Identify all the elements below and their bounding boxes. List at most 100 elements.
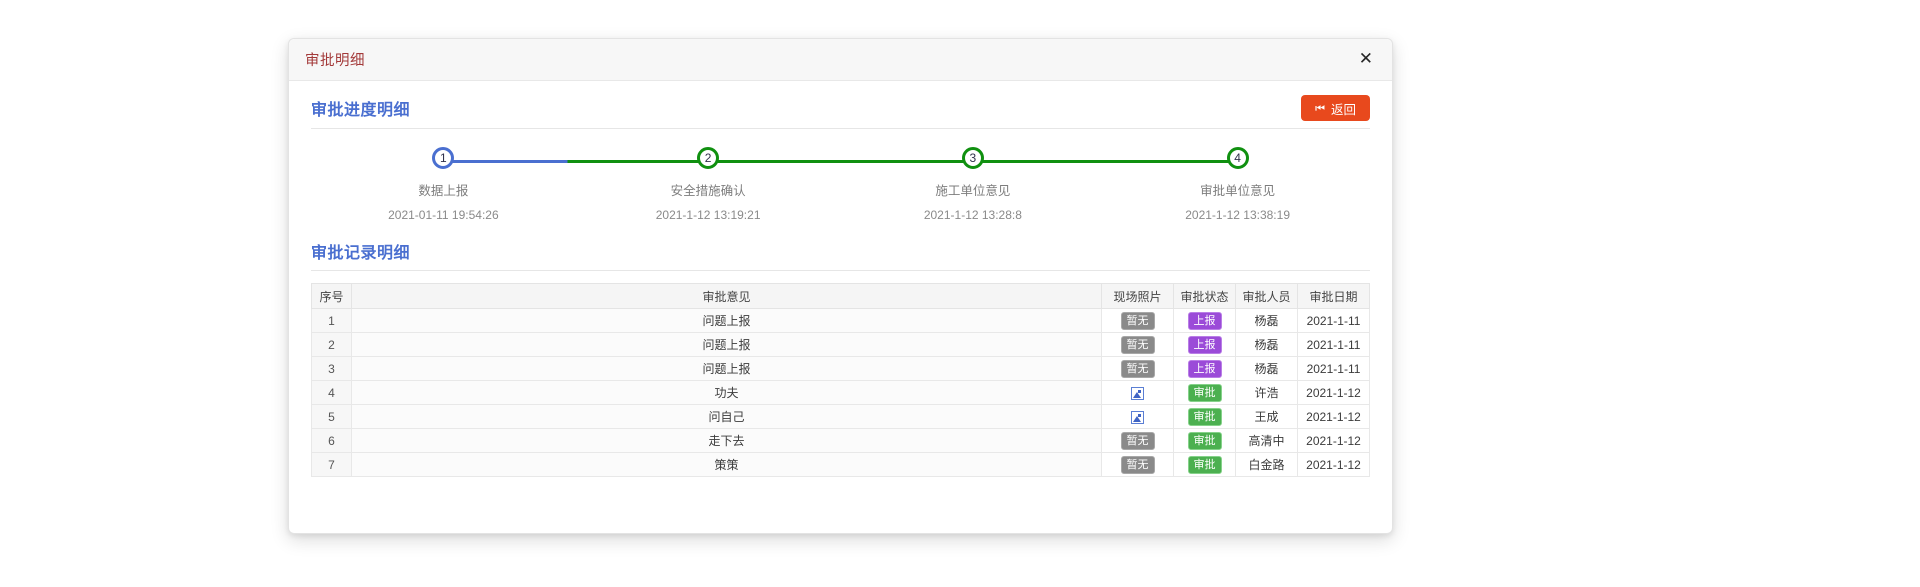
stepper-connector: [443, 160, 709, 163]
cell-status: 审批: [1173, 380, 1236, 405]
cell-status: 审批: [1173, 404, 1236, 429]
cell-person: 许浩: [1235, 380, 1298, 405]
progress-section-header: 审批进度明细 ⏮ 返回: [311, 95, 1370, 129]
cell-opinion: 走下去: [351, 428, 1102, 453]
cell-date: 2021-1-12: [1297, 452, 1370, 477]
cell-status: 审批: [1173, 452, 1236, 477]
cell-person: 高清中: [1235, 428, 1298, 453]
column-header: 现场照片: [1101, 283, 1174, 309]
cell-date: 2021-1-12: [1297, 404, 1370, 429]
status-badge: 审批: [1187, 455, 1222, 474]
column-header: 审批意见: [351, 283, 1102, 309]
return-button[interactable]: ⏮ 返回: [1301, 95, 1370, 121]
stepper-step: 3 施工单位意见 2021-1-12 13:28:8: [708, 147, 1106, 231]
cell-photo[interactable]: [1101, 404, 1174, 429]
approval-detail-modal: 审批明细 ✕ 审批进度明细 ⏮ 返回 1 数据上报 2021-01-11 19:54…: [288, 38, 1393, 534]
cell-index: 2: [311, 332, 352, 357]
cell-index: 7: [311, 452, 352, 477]
cell-index: 5: [311, 404, 352, 429]
cell-photo[interactable]: 暂无: [1101, 356, 1174, 381]
cell-opinion: 问题上报: [351, 332, 1102, 357]
cell-date: 2021-1-11: [1297, 332, 1370, 357]
records-section-header: 审批记录明细: [311, 239, 1370, 271]
modal-title: 审批明细: [305, 53, 365, 69]
approval-stepper: 1 数据上报 2021-01-11 19:54:26 2 安全措施确认 2021-1-12…: [311, 147, 1370, 231]
cell-opinion: 问自己: [351, 404, 1102, 429]
stepper-connector: [972, 160, 1238, 163]
status-badge: 审批: [1187, 383, 1222, 402]
return-button-label: 返回: [1330, 102, 1356, 117]
records-section-title: 审批记录明细: [311, 245, 411, 262]
cell-opinion: 问题上报: [351, 308, 1102, 333]
cell-photo[interactable]: 暂无: [1101, 428, 1174, 453]
photo-none-badge: 暂无: [1120, 359, 1155, 378]
stepper-label: 数据上报: [418, 184, 469, 198]
cell-date: 2021-1-12: [1297, 380, 1370, 405]
column-header: 审批日期: [1297, 283, 1370, 309]
cell-date: 2021-1-11: [1297, 308, 1370, 333]
status-badge: 审批: [1187, 407, 1222, 426]
cell-person: 杨磊: [1235, 356, 1298, 381]
stepper-date: 2021-1-12 13:28:8: [923, 208, 1022, 222]
status-badge: 上报: [1187, 335, 1222, 354]
photo-none-badge: 暂无: [1120, 431, 1155, 450]
stepper-step: 1 数据上报 2021-01-11 19:54:26: [311, 147, 576, 231]
cell-person: 杨磊: [1235, 308, 1298, 333]
photo-thumbnail-icon[interactable]: [1131, 410, 1144, 424]
stepper-circle: 2: [697, 147, 720, 169]
cell-index: 1: [311, 308, 352, 333]
stepper-step: 4 审批单位意见 2021-1-12 13:38:19: [972, 147, 1370, 231]
cell-photo[interactable]: 暂无: [1101, 332, 1174, 357]
cell-photo[interactable]: 暂无: [1101, 308, 1174, 333]
cell-opinion: 功夫: [351, 380, 1102, 405]
stepper-label: 施工单位意见: [935, 184, 1011, 198]
stepper-label: 审批单位意见: [1200, 184, 1276, 198]
stepper-date: 2021-01-11 19:54:26: [388, 208, 499, 222]
cell-person: 杨磊: [1235, 332, 1298, 357]
status-badge: 审批: [1187, 431, 1222, 450]
stepper-circle: 1: [432, 147, 455, 169]
stepper-date: 2021-1-12 13:19:21: [655, 208, 761, 222]
cell-opinion: 策策: [351, 452, 1102, 477]
photo-thumbnail-icon[interactable]: [1131, 386, 1144, 400]
photo-none-badge: 暂无: [1120, 311, 1155, 330]
close-icon[interactable]: ✕: [1356, 47, 1376, 72]
modal-header: 审批明细 ✕: [289, 39, 1392, 81]
cell-date: 2021-1-11: [1297, 356, 1370, 381]
cell-person: 白金路: [1235, 452, 1298, 477]
column-header: 审批人员: [1235, 283, 1298, 309]
cell-status: 上报: [1173, 308, 1236, 333]
stepper-circle: 3: [961, 147, 984, 169]
cell-status: 上报: [1173, 356, 1236, 381]
stepper-circle: 4: [1226, 147, 1249, 169]
table-header-row: 序号审批意见现场照片审批状态审批人员审批日期: [311, 283, 1370, 309]
cell-date: 2021-1-12: [1297, 428, 1370, 453]
status-badge: 上报: [1187, 359, 1222, 378]
photo-none-badge: 暂无: [1120, 455, 1155, 474]
column-header: 审批状态: [1173, 283, 1236, 309]
stepper-step: 2 安全措施确认 2021-1-12 13:19:21: [443, 147, 841, 231]
stepper-date: 2021-1-12 13:38:19: [1185, 208, 1290, 222]
photo-none-badge: 暂无: [1120, 335, 1155, 354]
cell-photo[interactable]: 暂无: [1101, 452, 1174, 477]
skip-previous-icon: ⏮: [1315, 101, 1325, 115]
cell-status: 审批: [1173, 428, 1236, 453]
cell-photo[interactable]: [1101, 380, 1174, 405]
cell-index: 6: [311, 428, 352, 453]
status-badge: 上报: [1187, 311, 1222, 330]
column-header: 序号: [311, 283, 352, 309]
stepper-connector: [708, 160, 973, 163]
stepper-label: 安全措施确认: [670, 184, 746, 198]
cell-index: 4: [311, 380, 352, 405]
progress-section-title: 审批进度明细: [311, 102, 411, 119]
modal-body: 审批进度明细 ⏮ 返回 1 数据上报 2021-01-11 19:54:26 2 安全措…: [289, 81, 1392, 533]
